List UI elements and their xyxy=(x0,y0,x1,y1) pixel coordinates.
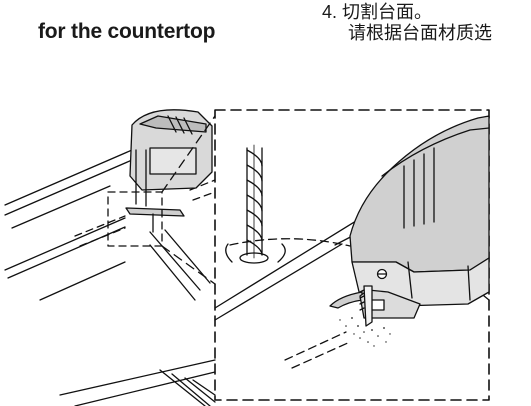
sawdust xyxy=(339,317,391,347)
step-title: 4. 切割台面。 xyxy=(322,2,433,22)
cut-guide-zoom xyxy=(229,238,351,369)
jigsaw-countertop-illustration xyxy=(4,109,490,406)
drill-bit xyxy=(246,144,263,259)
countertop-lines xyxy=(4,149,216,406)
step-instruction: 4. 切割台面。 请根据台面材质选 xyxy=(322,2,492,44)
detail-box-small xyxy=(107,191,163,247)
section-heading-en: for the countertop xyxy=(38,20,216,43)
large-jigsaw xyxy=(329,115,490,327)
small-jigsaw xyxy=(125,109,213,233)
step-description: 请根据台面材质选 xyxy=(348,23,492,43)
